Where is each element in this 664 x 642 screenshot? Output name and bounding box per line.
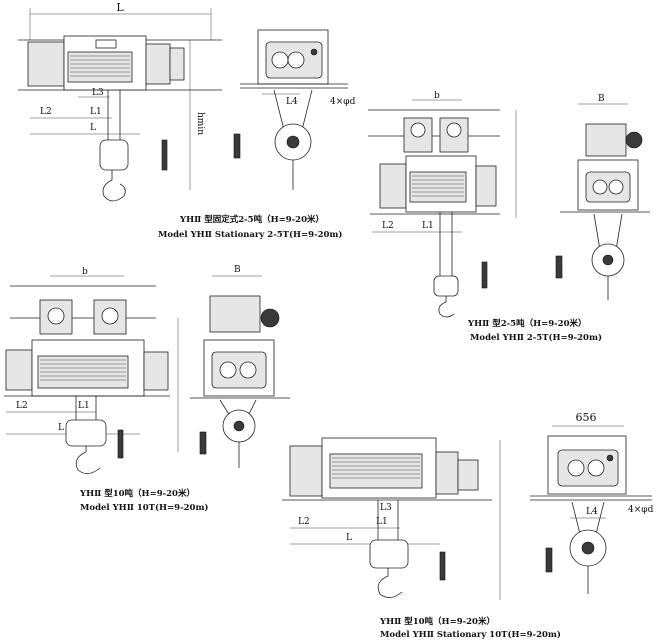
dim-B-fig3: B <box>234 265 241 275</box>
dim-hmin-fig1: hmin <box>195 112 205 135</box>
fig4-side-view: L3 L2 L1 L <box>282 437 501 600</box>
dim-L3-fig1: L3 <box>92 88 104 98</box>
dim-L-fig1: L <box>90 123 96 133</box>
fig4-caption-en: Model YHⅡ Stationary 10T(H=9-20m) <box>380 629 561 640</box>
dim-L1-fig4: L1 <box>376 517 388 527</box>
dim-b-fig2: b <box>434 91 440 101</box>
fig3-side-view: b L2 L1 L <box>4 267 179 474</box>
fig2-end-view: B <box>555 94 650 300</box>
dim-bolts-fig1: 4×φd <box>330 97 356 107</box>
dim-b-fig3: b <box>82 267 88 277</box>
fig3-caption-en: Model YHⅡ 10T(H=9-20m) <box>80 502 208 513</box>
dim-bolts-fig4: 4×φd <box>628 505 654 515</box>
dim-L1-fig2: L1 <box>422 221 434 231</box>
fig2-caption-cn: YHⅡ 型2-5吨（H=9-20米） <box>467 318 587 329</box>
dim-B-fig2: B <box>598 94 605 104</box>
dim-L2-fig3: L2 <box>16 401 28 411</box>
fig2-side-view: b L2 L1 <box>368 91 517 318</box>
dim-L4-fig4: L4 <box>586 507 598 517</box>
fig3-caption-cn: YHⅡ 型10吨（H=9-20米） <box>79 488 195 499</box>
fig2-caption-en: Model YHⅡ 2-5T(H=9-20m) <box>470 332 602 343</box>
dim-656-fig4: 656 <box>576 411 597 424</box>
fig1-caption-en: Model YHⅡ Stationary 2-5T(H=9-20m) <box>158 229 342 240</box>
fig1-caption-cn: YHⅡ 型固定式2-5吨（H=9-20米） <box>179 214 324 225</box>
dim-L4-fig1: L4 <box>286 97 298 107</box>
dim-L1-fig1: L1 <box>90 107 102 117</box>
fig1-side-view: L L3 L2 L1 L hmin <box>18 1 222 202</box>
dim-L2-fig2: L2 <box>382 221 394 231</box>
fig4-end-view: 656 L4 4×φd <box>530 411 654 594</box>
fig3-end-view: B <box>190 265 290 468</box>
dim-L-fig3: L <box>58 423 64 433</box>
dim-L-fig4: L <box>346 533 352 543</box>
dim-L2-fig4: L2 <box>298 517 310 527</box>
dim-L3-fig4: L3 <box>380 503 392 513</box>
dim-L1-fig3: L1 <box>78 401 90 411</box>
dim-L2-fig1: L2 <box>40 107 52 117</box>
fig1-end-view: L4 4×φd <box>233 29 356 190</box>
fig4-caption-cn: YHⅡ 型10吨（H=9-20米） <box>379 616 495 627</box>
dim-L-top: L <box>116 1 124 14</box>
